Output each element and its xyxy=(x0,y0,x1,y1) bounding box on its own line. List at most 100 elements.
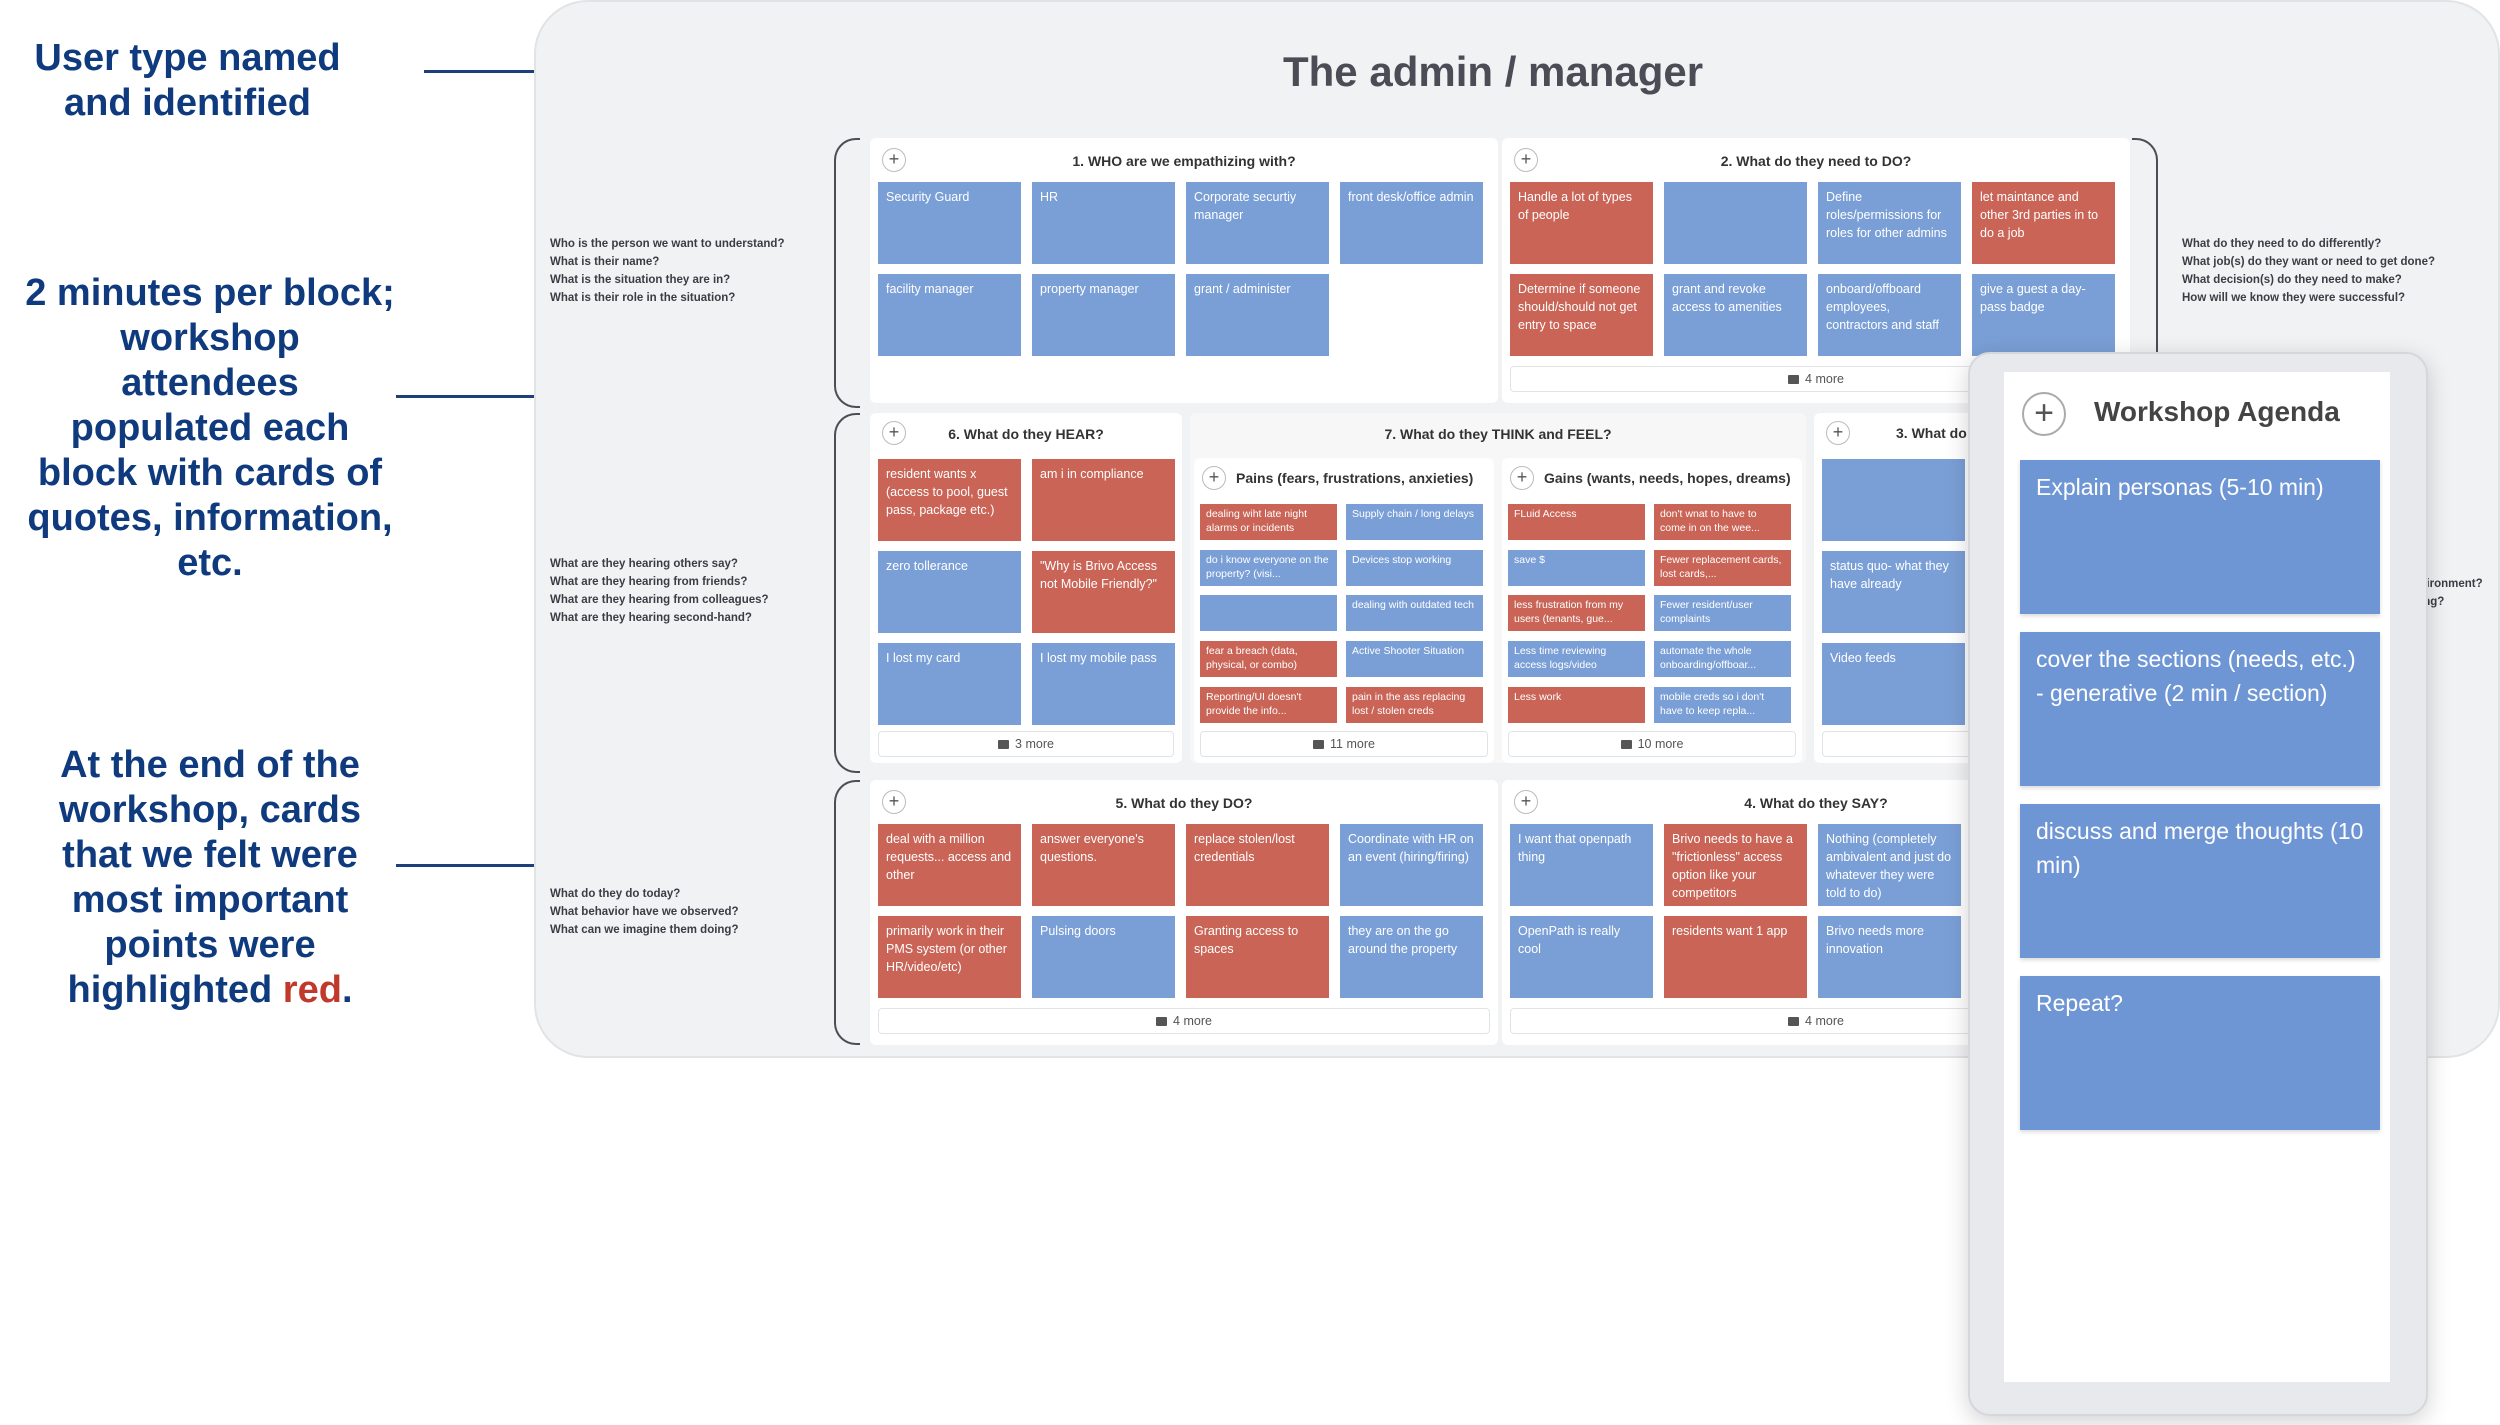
more-label: 4 more xyxy=(1173,1014,1212,1028)
sticky-card[interactable]: less frustration from my users (tenants,… xyxy=(1508,595,1645,631)
sticky-card[interactable]: Handle a lot of types of people xyxy=(1510,182,1653,264)
sticky-card[interactable]: I want that openpath thing xyxy=(1510,824,1653,906)
sticky-card[interactable]: Brivo needs to have a "frictionless" acc… xyxy=(1664,824,1807,906)
annotation-line: At the end of the xyxy=(60,744,360,786)
agenda-item[interactable]: discuss and merge thoughts (10 min) xyxy=(2020,804,2380,958)
annotation-line: quotes, information, xyxy=(27,497,393,539)
questions-hear: What are they hearing others say? What a… xyxy=(550,555,769,627)
sticky-card[interactable]: Fewer resident/user complaints xyxy=(1654,595,1791,631)
agenda-window: + Workshop Agenda Explain personas (5-10… xyxy=(1968,352,2428,1416)
sticky-card[interactable]: Fewer replacement cards, lost cards,... xyxy=(1654,550,1791,586)
sticky-card[interactable]: Coordinate with HR on an event (hiring/f… xyxy=(1340,824,1483,906)
sticky-card[interactable]: Video feeds xyxy=(1822,643,1965,725)
sticky-card[interactable]: facility manager xyxy=(878,274,1021,356)
annotation-text: . xyxy=(341,969,353,1011)
question-line: What job(s) do they want or need to get … xyxy=(2182,256,2435,268)
sticky-card[interactable]: Supply chain / long delays xyxy=(1346,504,1483,540)
sticky-card[interactable] xyxy=(1664,182,1807,264)
sticky-card[interactable]: fear a breach (data, physical, or combo) xyxy=(1200,641,1337,677)
panel-title: 4. What do they SAY? xyxy=(1744,795,1888,811)
sticky-card[interactable]: grant and revoke access to amenities xyxy=(1664,274,1807,356)
add-card-button[interactable]: + xyxy=(1514,148,1538,172)
sticky-card[interactable]: they are on the go around the property xyxy=(1340,916,1483,998)
annotation-line: that we felt were xyxy=(62,834,358,876)
panel-title: 6. What do they HEAR? xyxy=(948,426,1104,442)
add-card-button[interactable]: + xyxy=(1826,421,1850,445)
sticky-card[interactable]: Reporting/UI doesn't provide the info... xyxy=(1200,687,1337,723)
sticky-card[interactable]: deal with a million requests... access a… xyxy=(878,824,1021,906)
sticky-card[interactable]: Active Shooter Situation xyxy=(1346,641,1483,677)
sticky-card[interactable]: Brivo needs more innovation xyxy=(1818,916,1961,998)
annotation-line: workshop, cards xyxy=(59,789,361,831)
sticky-card[interactable]: Security Guard xyxy=(878,182,1021,264)
questions-who: Who is the person we want to understand?… xyxy=(550,235,784,307)
question-line: What are they hearing second-hand? xyxy=(550,612,752,624)
sticky-card[interactable]: residents want 1 app xyxy=(1664,916,1807,998)
agenda-item[interactable]: Repeat? xyxy=(2020,976,2380,1130)
sticky-card[interactable]: Corporate securtiy manager xyxy=(1186,182,1329,264)
sticky-card[interactable]: do i know everyone on the property? (vis… xyxy=(1200,550,1337,586)
sticky-card[interactable]: status quo- what they have already xyxy=(1822,551,1965,633)
sticky-card[interactable]: automate the whole onboarding/offboar... xyxy=(1654,641,1791,677)
sticky-card[interactable]: Less time reviewing access logs/video xyxy=(1508,641,1645,677)
question-line: What is the situation they are in? xyxy=(550,274,731,286)
more-label: 10 more xyxy=(1637,737,1684,751)
show-more-button[interactable]: 4 more xyxy=(878,1008,1490,1034)
sticky-card[interactable]: Pulsing doors xyxy=(1032,916,1175,998)
sticky-card[interactable]: zero tollerance xyxy=(878,551,1021,633)
sticky-card[interactable]: save $ xyxy=(1508,550,1645,586)
panel-title: 7. What do they THINK and FEEL? xyxy=(1384,426,1612,442)
show-more-button[interactable]: 10 more xyxy=(1508,731,1796,757)
sticky-card[interactable]: property manager xyxy=(1032,274,1175,356)
sticky-card[interactable]: HR xyxy=(1032,182,1175,264)
sticky-card[interactable]: give a guest a day-pass badge xyxy=(1972,274,2115,356)
add-card-button[interactable]: + xyxy=(882,421,906,445)
add-agenda-item-button[interactable]: + xyxy=(2022,392,2066,436)
agenda-item[interactable]: cover the sections (needs, etc.) - gener… xyxy=(2020,632,2380,786)
add-card-button[interactable]: + xyxy=(1202,466,1226,490)
sticky-card[interactable]: Determine if someone should/should not g… xyxy=(1510,274,1653,356)
sticky-card[interactable] xyxy=(1200,595,1337,631)
add-card-button[interactable]: + xyxy=(1514,790,1538,814)
sticky-card[interactable]: pain in the ass replacing lost / stolen … xyxy=(1346,687,1483,723)
sticky-card[interactable]: Devices stop working xyxy=(1346,550,1483,586)
sticky-card[interactable]: Granting access to spaces xyxy=(1186,916,1329,998)
gains-heading: Gains (wants, needs, hopes, dreams) xyxy=(1544,470,1791,486)
more-label: 4 more xyxy=(1805,1014,1844,1028)
sticky-card[interactable]: am i in compliance xyxy=(1032,459,1175,541)
sticky-card[interactable]: FLuid Access xyxy=(1508,504,1645,540)
more-label: 4 more xyxy=(1805,372,1844,386)
sticky-card[interactable]: I lost my mobile pass xyxy=(1032,643,1175,725)
question-line: What do they do today? xyxy=(550,888,681,900)
add-card-button[interactable]: + xyxy=(882,790,906,814)
sticky-card[interactable]: onboard/offboard employees, contractors … xyxy=(1818,274,1961,356)
sticky-card[interactable]: primarily work in their PMS system (or o… xyxy=(878,916,1021,998)
sticky-card[interactable]: resident wants x (access to pool, guest … xyxy=(878,459,1021,541)
sticky-card[interactable]: OpenPath is really cool xyxy=(1510,916,1653,998)
sticky-card[interactable]: dealing wiht late night alarms or incide… xyxy=(1200,504,1337,540)
sticky-card[interactable]: replace stolen/lost credentials xyxy=(1186,824,1329,906)
sticky-card[interactable]: Less work xyxy=(1508,687,1645,723)
sticky-card[interactable]: grant / administer xyxy=(1186,274,1329,356)
sticky-card[interactable]: Nothing (completely ambivalent and just … xyxy=(1818,824,1961,906)
sticky-card[interactable] xyxy=(1822,459,1965,541)
add-card-button[interactable]: + xyxy=(1510,466,1534,490)
sticky-card[interactable]: dealing with outdated tech xyxy=(1346,595,1483,631)
agenda-item[interactable]: Explain personas (5-10 min) xyxy=(2020,460,2380,614)
show-more-button[interactable]: 3 more xyxy=(878,731,1174,757)
sticky-card[interactable]: "Why is Brivo Access not Mobile Friendly… xyxy=(1032,551,1175,633)
questions-do-right: What do they need to do differently? Wha… xyxy=(2182,235,2435,307)
sticky-card[interactable]: answer everyone's questions. xyxy=(1032,824,1175,906)
sticky-card[interactable]: mobile creds so i don't have to keep rep… xyxy=(1654,687,1791,723)
show-more-button[interactable]: 11 more xyxy=(1200,731,1488,757)
question-line: How will we know they were successful? xyxy=(2182,292,2406,304)
sticky-card[interactable]: Define roles/permissions for roles for o… xyxy=(1818,182,1961,264)
sticky-card[interactable]: don't wnat to have to come in on the wee… xyxy=(1654,504,1791,540)
question-line: Who is the person we want to understand? xyxy=(550,238,785,250)
sticky-card[interactable]: I lost my card xyxy=(878,643,1021,725)
add-card-button[interactable]: + xyxy=(882,148,906,172)
sticky-card[interactable]: front desk/office admin xyxy=(1340,182,1483,264)
pains-heading: Pains (fears, frustrations, anxieties) xyxy=(1236,470,1474,486)
sticky-card[interactable]: let maintance and other 3rd parties in t… xyxy=(1972,182,2115,264)
